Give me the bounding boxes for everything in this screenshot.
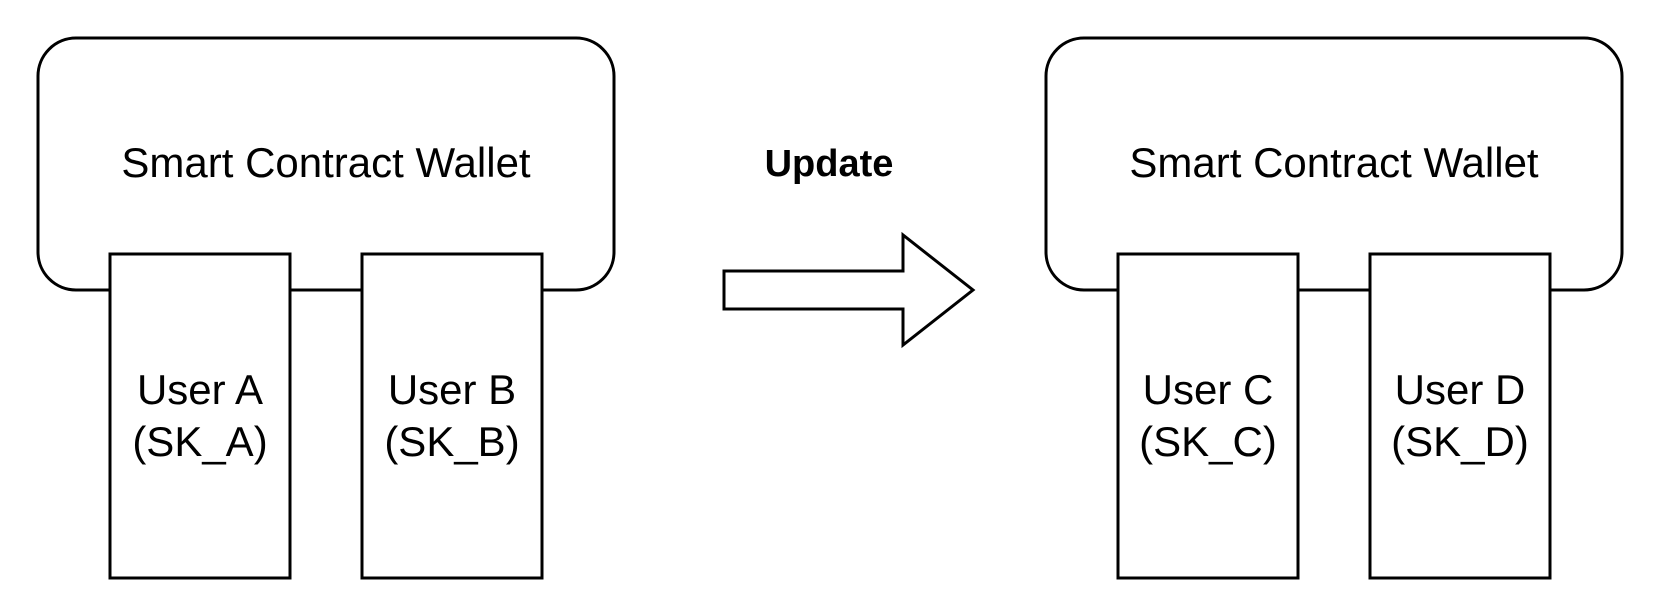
right-wallet: Smart Contract Wallet User C (SK_C) User… — [1044, 36, 1624, 580]
user-b-box — [360, 252, 544, 580]
left-wallet-box — [36, 36, 616, 292]
user-d-name: User D — [1395, 366, 1526, 413]
user-c-key: (SK_C) — [1139, 418, 1277, 465]
user-b-name: User B — [388, 366, 516, 413]
user-b-key: (SK_B) — [384, 418, 519, 465]
user-c-node: User C (SK_C) — [1116, 252, 1300, 580]
user-a-node: User A (SK_A) — [108, 252, 292, 580]
user-a-box — [108, 252, 292, 580]
user-a-name: User A — [137, 366, 263, 413]
right-wallet-title: Smart Contract Wallet — [1129, 139, 1539, 186]
user-c-box — [1116, 252, 1300, 580]
left-wallet: Smart Contract Wallet User A (SK_A) User… — [36, 36, 616, 580]
update-label: Update — [765, 143, 894, 185]
user-a-key: (SK_A) — [132, 418, 267, 465]
user-d-key: (SK_D) — [1391, 418, 1529, 465]
user-c-name: User C — [1143, 366, 1274, 413]
update-transition: Update — [722, 143, 976, 349]
right-wallet-box — [1044, 36, 1624, 292]
user-d-node: User D (SK_D) — [1368, 252, 1552, 580]
user-d-box — [1368, 252, 1552, 580]
user-b-node: User B (SK_B) — [360, 252, 544, 580]
right-arrow-icon — [722, 231, 976, 349]
left-wallet-title: Smart Contract Wallet — [121, 139, 531, 186]
